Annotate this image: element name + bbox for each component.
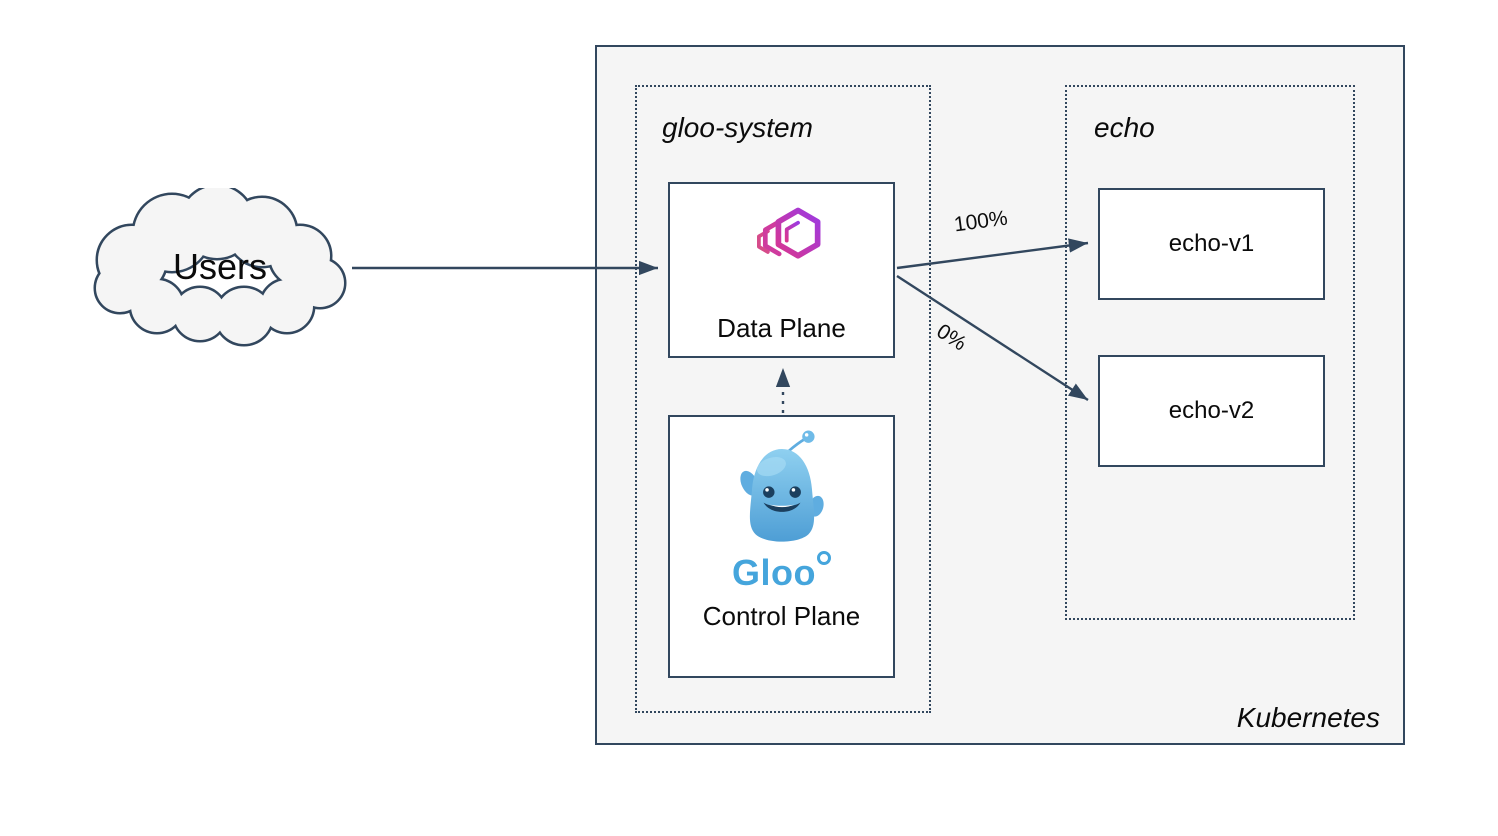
users-cloud bbox=[72, 183, 364, 360]
echo-v1-node: echo-v1 bbox=[1098, 188, 1325, 300]
gloo-gateway-icon bbox=[756, 207, 820, 259]
echo-v2-label: echo-v2 bbox=[1168, 397, 1255, 424]
gloo-mascot-icon bbox=[739, 430, 824, 542]
echo-namespace-label: echo bbox=[1094, 112, 1155, 143]
data-plane-label: Data Plane bbox=[717, 313, 846, 343]
gloo-wordmark-ring-icon bbox=[816, 551, 831, 565]
control-plane-label: Control Plane bbox=[702, 601, 861, 631]
kubernetes-label: Kubernetes bbox=[1236, 702, 1380, 733]
gloo-system-namespace-label: gloo-system bbox=[662, 112, 813, 143]
echo-v2-node: echo-v2 bbox=[1098, 355, 1325, 467]
echo-v1-label: echo-v1 bbox=[1168, 230, 1255, 257]
echo-namespace-box bbox=[1065, 85, 1355, 620]
users-label: Users bbox=[172, 246, 267, 287]
gloo-wordmark-text: Gloo bbox=[732, 552, 816, 593]
control-plane-node: Gloo Control Plane bbox=[668, 415, 895, 678]
gloo-wordmark: Gloo bbox=[732, 551, 831, 593]
users-cloud-shape bbox=[93, 183, 347, 347]
data-plane-node: Data Plane bbox=[668, 182, 895, 358]
